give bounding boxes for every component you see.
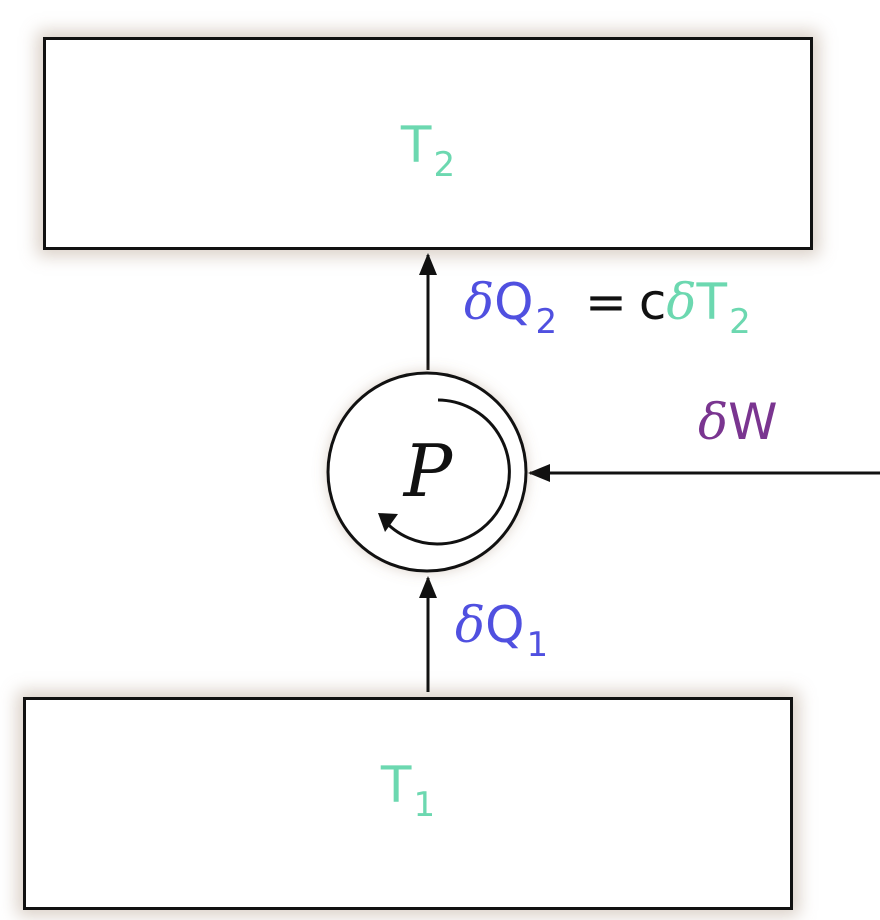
work-label: δW [698, 397, 778, 447]
cycle-arrowhead-icon [378, 513, 398, 532]
work-delta: δ [698, 393, 729, 451]
cold-reservoir-label: T1 [26, 760, 790, 822]
pump-label: P [402, 429, 454, 513]
hot-reservoir-label: T2 [46, 120, 810, 182]
hot-temp-index: 2 [433, 145, 456, 185]
q2-equals: = [585, 273, 627, 331]
q2-rhs-symbol: T [696, 273, 728, 331]
heat-out-equation: δQ2 =cδT2 [464, 277, 751, 339]
heat-in-label: δQ1 [455, 600, 548, 662]
q2-delta: δ [464, 273, 495, 331]
cold-temp-index: 1 [413, 785, 436, 825]
q2-rhs-delta: δ [666, 273, 697, 331]
q1-index: 1 [526, 625, 549, 665]
q1-symbol: Q [485, 596, 525, 654]
cycle-arc-icon [380, 398, 511, 546]
pump-circle [326, 371, 528, 573]
hot-reservoir: T2 [43, 37, 813, 250]
cold-temp-symbol: T [380, 756, 412, 814]
cold-reservoir: T1 [23, 697, 793, 910]
q2-rhs-index: 2 [729, 302, 751, 342]
q2-coef: c [638, 273, 667, 331]
work-symbol: W [728, 393, 778, 451]
q2-symbol: Q [494, 273, 534, 331]
q2-index: 2 [535, 302, 558, 342]
pump-glow [327, 372, 527, 572]
q1-delta: δ [455, 596, 486, 654]
hot-temp-symbol: T [400, 116, 432, 174]
